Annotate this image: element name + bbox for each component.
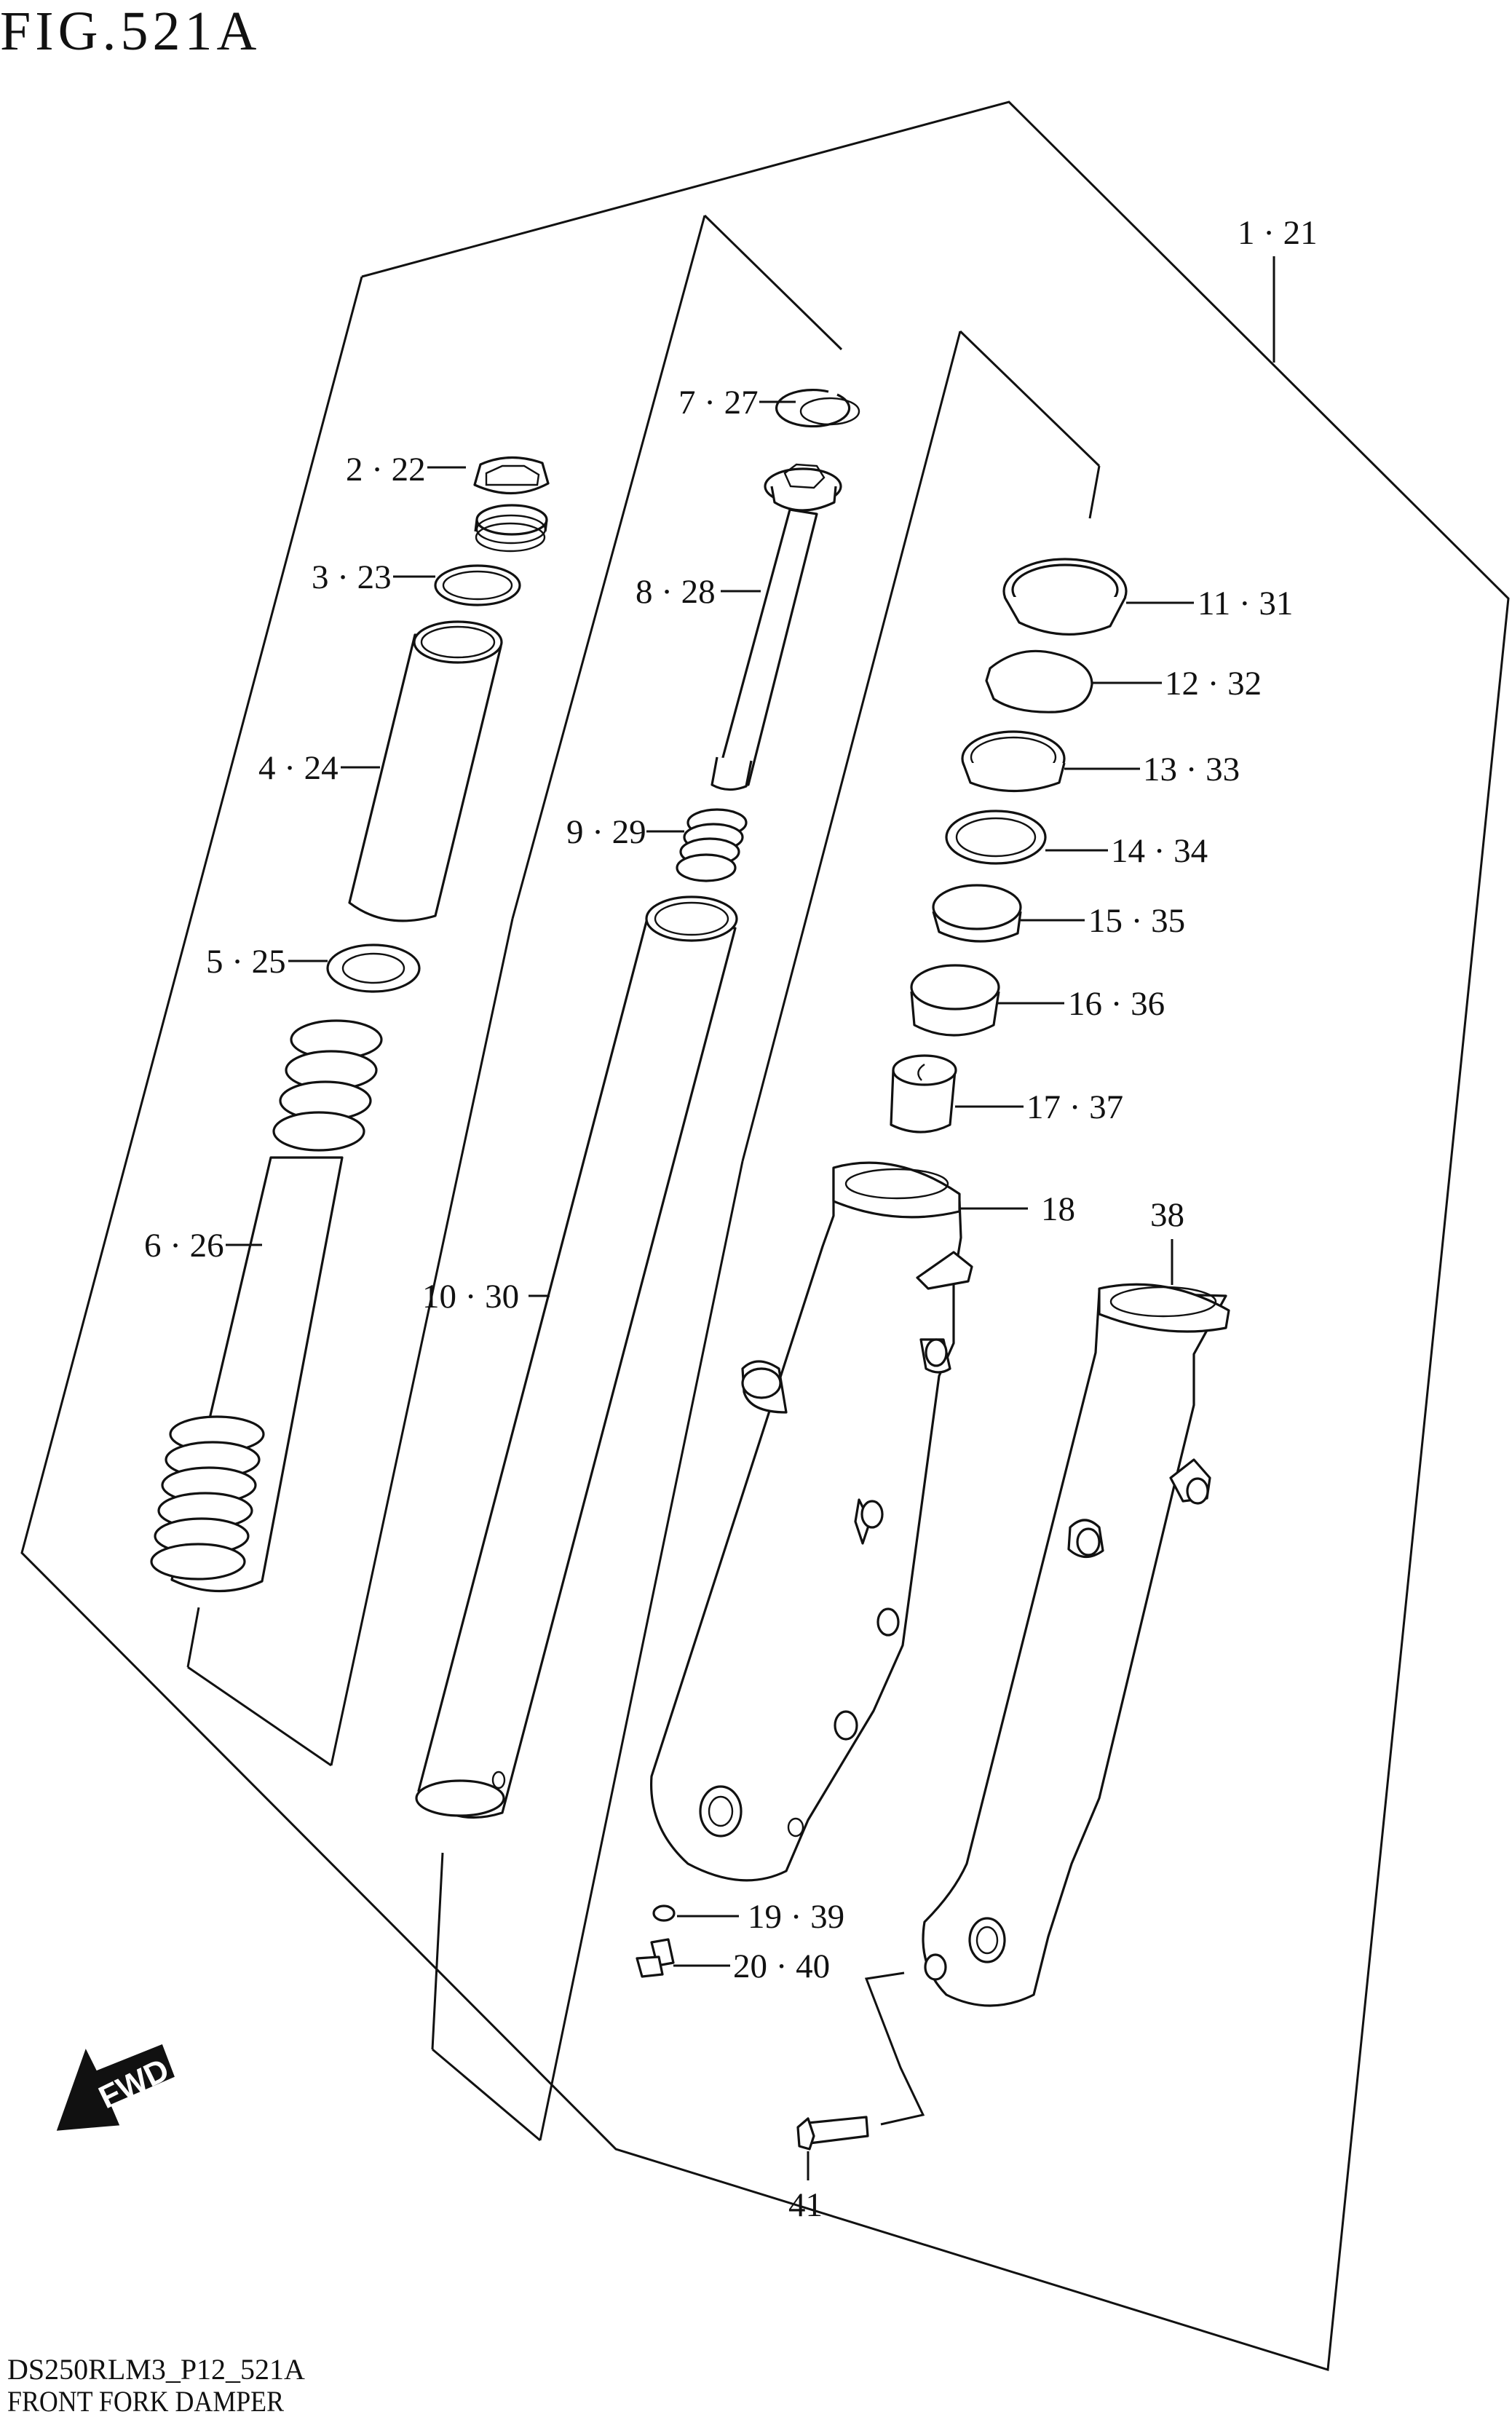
leader-lines	[226, 256, 1275, 2180]
callout-15-35: 15 · 35	[1088, 902, 1185, 940]
callout-10-30: 10 · 30	[422, 1278, 519, 1316]
stopper-ring-part	[985, 649, 1093, 713]
callout-9-29: 9 · 29	[566, 813, 646, 851]
cylinder-bolt-part	[796, 2116, 869, 2151]
callout-17-37: 17 · 37	[1026, 1088, 1123, 1126]
callout-3-23: 3 · 23	[312, 558, 392, 596]
oil-lock-piece-part	[890, 1054, 957, 1134]
gasket-part	[652, 1904, 676, 1922]
diagram-code: DS250RLM3_P12_521A	[7, 2353, 305, 2386]
callout-4-24: 4 · 24	[258, 749, 339, 787]
outer-tube-right-part	[922, 1283, 1230, 2007]
oil-seal-part	[961, 730, 1066, 793]
inner-tube-part	[415, 895, 738, 1819]
oil-seal-washer-part	[945, 810, 1047, 865]
callout-18: 18	[1041, 1190, 1075, 1228]
fork-spring-part	[150, 1019, 383, 1593]
o-ring-part	[434, 564, 521, 606]
spacer-part	[348, 620, 503, 922]
callout-19-39: 19 · 39	[748, 1898, 844, 1936]
callout-labels: 1 · 21 2 · 22 3 · 23 4 · 24 5 · 25 6 · 2…	[144, 214, 1318, 2224]
callout-38: 38	[1150, 1196, 1184, 1234]
callout-12-32: 12 · 32	[1165, 665, 1262, 703]
callout-16-36: 16 · 36	[1068, 985, 1165, 1023]
circlip-part	[775, 388, 860, 428]
callout-5-25: 5 · 25	[206, 943, 286, 981]
callout-7-27: 7 · 27	[678, 384, 759, 422]
washer-part	[326, 944, 421, 993]
slide-metal-part	[910, 964, 1000, 1037]
diagram-caption: FRONT FORK DAMPER	[7, 2385, 284, 2417]
callout-6-26: 6 · 26	[144, 1227, 224, 1265]
callout-20-40: 20 · 40	[733, 1947, 830, 1985]
callout-14-34: 14 · 34	[1111, 832, 1208, 870]
figure-title: FIG.521A	[0, 1, 261, 62]
callout-8-28: 8 · 28	[636, 573, 716, 611]
callout-41: 41	[788, 2186, 823, 2224]
callout-13-33: 13 · 33	[1143, 751, 1240, 788]
callout-2-22: 2 · 22	[346, 451, 426, 488]
guide-metal-part	[932, 884, 1022, 943]
cap-bolt-part	[473, 456, 550, 553]
callout-1-21: 1 · 21	[1238, 214, 1318, 252]
outer-tube-left-part	[649, 1161, 973, 1882]
fwd-arrow-icon: FWD	[56, 2044, 175, 2131]
callout-11-31: 11 · 31	[1198, 585, 1293, 622]
rebound-spring-part	[676, 808, 748, 882]
dust-seal-part	[1002, 558, 1128, 636]
drain-bolt-part	[636, 1938, 675, 1978]
damper-rod-part	[711, 463, 842, 791]
assembly-outline	[20, 100, 1510, 2371]
